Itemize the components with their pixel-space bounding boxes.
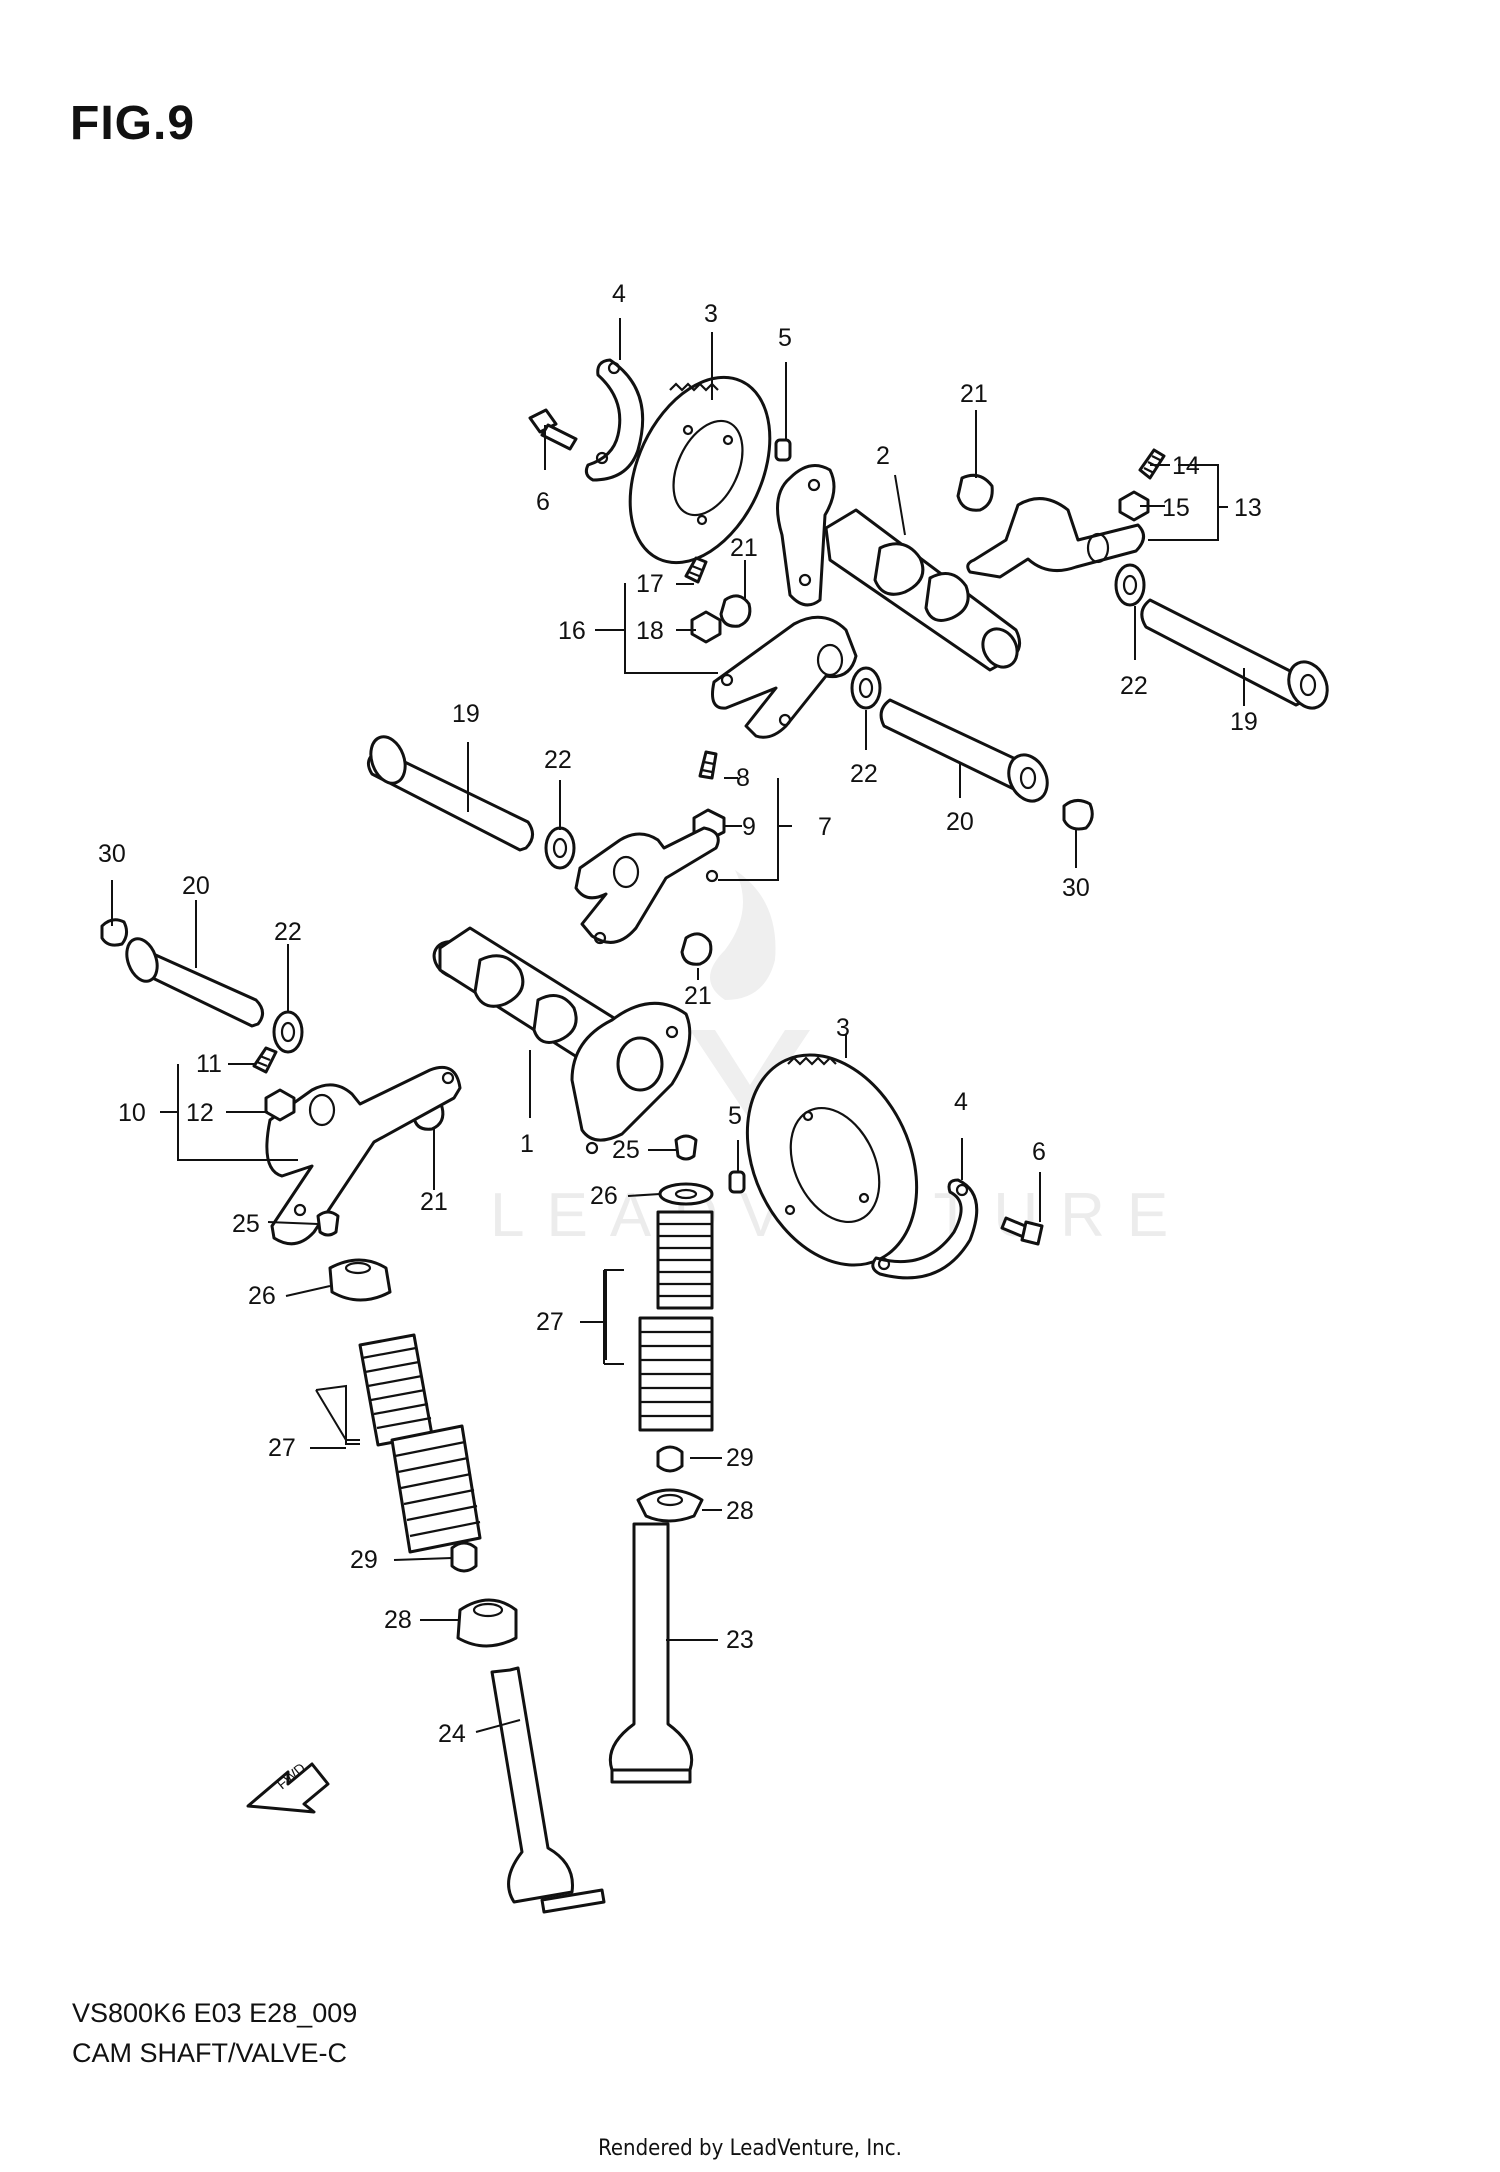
- callout-21[interactable]: 21: [684, 982, 712, 1010]
- callout-27[interactable]: 27: [536, 1308, 564, 1336]
- callout-6[interactable]: 6: [536, 488, 550, 516]
- part-10-rocker-arm[interactable]: [265, 1065, 462, 1246]
- fwd-direction-arrow: FWD: [246, 1760, 330, 1814]
- callout-25[interactable]: 25: [612, 1136, 640, 1164]
- callout-22[interactable]: 22: [274, 918, 302, 946]
- part-3-upper-sprocket[interactable]: [602, 355, 797, 585]
- part-19-rocker-shaft-right[interactable]: [1140, 598, 1335, 714]
- part-6-lower-bolt[interactable]: [1000, 1216, 1044, 1246]
- callout-3[interactable]: 3: [836, 1014, 850, 1042]
- callout-18[interactable]: 18: [636, 617, 664, 645]
- callout-15[interactable]: 15: [1162, 494, 1190, 522]
- callout-8[interactable]: 8: [736, 764, 750, 792]
- part-19-rocker-shaft-left[interactable]: [365, 732, 534, 852]
- part-27-valve-springs-right[interactable]: [638, 1210, 714, 1432]
- callout-9[interactable]: 9: [742, 813, 756, 841]
- callout-19[interactable]: 19: [1230, 708, 1258, 736]
- callout-23[interactable]: 23: [726, 1626, 754, 1654]
- part-3-lower-sprocket[interactable]: [715, 1027, 949, 1292]
- callout-21[interactable]: 21: [420, 1188, 448, 1216]
- callout-11[interactable]: 11: [196, 1050, 222, 1078]
- part-29-spring-seats[interactable]: [450, 1445, 684, 1573]
- part-7-rocker-arm[interactable]: [574, 826, 720, 945]
- callout-30[interactable]: 30: [1062, 874, 1090, 902]
- callout-2[interactable]: 2: [876, 442, 890, 470]
- callout-27[interactable]: 27: [268, 1434, 296, 1462]
- part-15-nut[interactable]: [1118, 490, 1150, 522]
- part-24-valve-intake[interactable]: [490, 1666, 606, 1914]
- callout-26[interactable]: 26: [590, 1182, 618, 1210]
- callout-7[interactable]: 7: [818, 813, 832, 841]
- part-4-lower-circlip[interactable]: [871, 1178, 979, 1280]
- part-8-adjust-screw[interactable]: [698, 750, 718, 780]
- callout-12[interactable]: 12: [186, 1099, 214, 1127]
- part-23-valve-exhaust[interactable]: [608, 1522, 694, 1784]
- callout-30[interactable]: 30: [98, 840, 126, 868]
- part-22-washers[interactable]: [272, 563, 1146, 1054]
- callout-22[interactable]: 22: [1120, 672, 1148, 700]
- callout-28[interactable]: 28: [384, 1606, 412, 1634]
- callout-20[interactable]: 20: [946, 808, 974, 836]
- callout-4[interactable]: 4: [612, 280, 626, 308]
- part-12-nut[interactable]: [264, 1088, 296, 1122]
- part-20-rocker-shaft-left[interactable]: [121, 935, 264, 1028]
- rendered-by-credit: Rendered by LeadVenture, Inc.: [598, 2136, 902, 2161]
- part-5-upper-dowel[interactable]: [774, 438, 792, 462]
- callout-26[interactable]: 26: [248, 1282, 276, 1310]
- part-18-nut[interactable]: [690, 610, 722, 644]
- callout-4[interactable]: 4: [954, 1088, 968, 1116]
- figure-title: FIG.9: [70, 97, 196, 150]
- leader-lines: [111, 318, 1245, 1733]
- callout-25[interactable]: 25: [232, 1210, 260, 1238]
- callout-28[interactable]: 28: [726, 1497, 754, 1525]
- callout-numbers: 4 3 5 6 2 21 14 15 13 22 19 21 17 18 16 …: [98, 280, 1262, 1748]
- part-13-upper-rocker-arm[interactable]: [966, 497, 1145, 579]
- callout-29[interactable]: 29: [726, 1444, 754, 1472]
- callout-24[interactable]: 24: [438, 1720, 466, 1748]
- part-27-valve-springs-left[interactable]: [358, 1333, 482, 1554]
- callout-14[interactable]: 14: [1172, 452, 1200, 480]
- part-11-adjust-screw[interactable]: [252, 1046, 278, 1074]
- callout-17[interactable]: 17: [636, 570, 664, 598]
- callout-20[interactable]: 20: [182, 872, 210, 900]
- callout-22[interactable]: 22: [544, 746, 572, 774]
- callout-22[interactable]: 22: [850, 760, 878, 788]
- callout-16[interactable]: 16: [558, 617, 586, 645]
- callout-10[interactable]: 10: [118, 1099, 146, 1127]
- part-20-rocker-shaft-mid[interactable]: [879, 698, 1054, 807]
- part-16-rocker-arm[interactable]: [711, 615, 858, 739]
- callout-21[interactable]: 21: [730, 534, 758, 562]
- part-1-lower-camshaft[interactable]: [427, 926, 692, 1155]
- callout-6[interactable]: 6: [1032, 1138, 1046, 1166]
- callout-3[interactable]: 3: [704, 300, 718, 328]
- part-4-upper-circlip[interactable]: [584, 358, 645, 482]
- callout-5[interactable]: 5: [778, 324, 792, 352]
- callout-21[interactable]: 21: [960, 380, 988, 408]
- part-17-adjust-screw[interactable]: [684, 556, 708, 584]
- callout-1[interactable]: 1: [520, 1130, 534, 1158]
- callout-13[interactable]: 13: [1234, 494, 1262, 522]
- callout-29[interactable]: 29: [350, 1546, 378, 1574]
- callout-5[interactable]: 5: [728, 1102, 742, 1130]
- part-25-stem-seals[interactable]: [316, 1134, 698, 1237]
- figure-name: CAM SHAFT/VALVE-C: [72, 2038, 348, 2068]
- figure-code: VS800K6 E03 E28_009: [72, 1998, 358, 2028]
- part-21-upper-gasket[interactable]: [412, 473, 994, 1131]
- part-2-upper-camshaft[interactable]: [776, 464, 1024, 674]
- part-28-spring-lower-seats[interactable]: [456, 1488, 704, 1648]
- part-5-lower-dowel[interactable]: [728, 1170, 746, 1194]
- part-6-upper-bolt[interactable]: [528, 408, 578, 451]
- callout-19[interactable]: 19: [452, 700, 480, 728]
